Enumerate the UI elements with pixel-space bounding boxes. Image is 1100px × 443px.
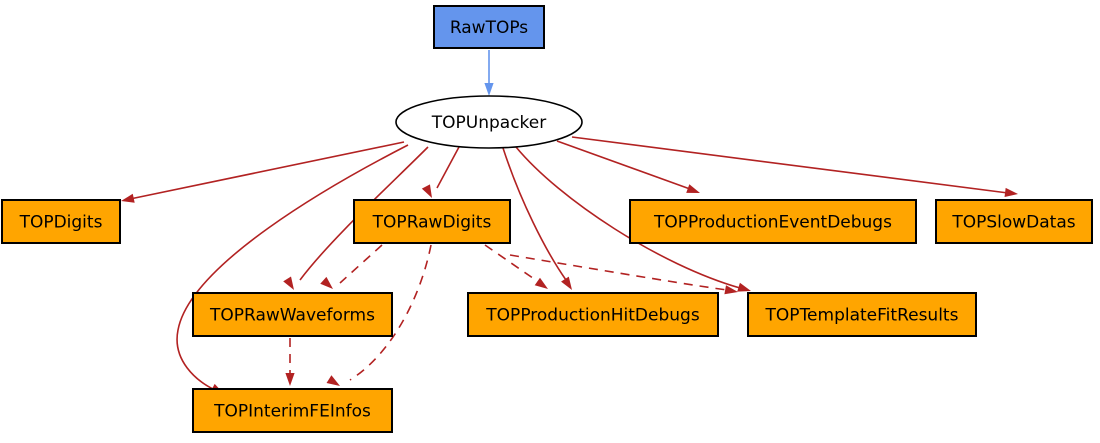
node-toprawdigits[interactable]: TOPRawDigits bbox=[353, 199, 511, 244]
edge-e-rawdigits-interimfeinfos bbox=[326, 244, 432, 386]
edge-line bbox=[339, 244, 383, 284]
node-topinterimfeinfos[interactable]: TOPInterimFEInfos bbox=[192, 388, 393, 433]
node-shape-box bbox=[353, 199, 511, 244]
edge-e-rawtops-unpacker bbox=[484, 50, 494, 96]
node-shape-box bbox=[433, 5, 545, 49]
edge-line bbox=[129, 141, 405, 200]
node-label: TOPRawDigits bbox=[372, 213, 492, 233]
arrowhead-icon bbox=[534, 277, 548, 289]
node-toprawwaveforms[interactable]: TOPRawWaveforms bbox=[192, 292, 393, 337]
node-label: TOPInterimFEInfos bbox=[213, 402, 371, 422]
edge-e-unpacker-templatefitresults bbox=[515, 146, 751, 292]
edge-line bbox=[502, 147, 567, 281]
node-topunpacker[interactable]: TOPUnpacker bbox=[395, 95, 583, 149]
arrowhead-icon bbox=[421, 184, 432, 198]
edge-e-rawdigits-productionhitdebugs bbox=[484, 244, 548, 289]
arrowhead-icon bbox=[285, 373, 295, 386]
node-label: TOPTemplateFitResults bbox=[765, 306, 959, 326]
node-shape-box bbox=[747, 292, 977, 337]
arrowhead-icon bbox=[326, 375, 340, 386]
edge-layer bbox=[121, 50, 1018, 394]
edge-line bbox=[484, 244, 541, 284]
node-shape-box bbox=[935, 199, 1093, 244]
arrowhead-icon bbox=[283, 276, 294, 290]
node-toptemplatefitresults[interactable]: TOPTemplateFitResults bbox=[747, 292, 977, 337]
edge-e-unpacker-productioneventdebugs bbox=[556, 140, 700, 193]
arrowhead-icon bbox=[561, 276, 572, 290]
edge-line bbox=[509, 254, 728, 291]
node-shape-box bbox=[192, 292, 393, 337]
arrowhead-icon bbox=[320, 276, 333, 289]
edge-line bbox=[436, 146, 460, 189]
node-label: TOPProductionEventDebugs bbox=[653, 213, 892, 233]
node-label: TOPRawWaveforms bbox=[209, 306, 375, 326]
node-topslowdatas[interactable]: TOPSlowDatas bbox=[935, 199, 1093, 244]
arrowhead-icon bbox=[121, 193, 135, 203]
edge-e-unpacker-rawdigits bbox=[421, 146, 460, 198]
node-label: TOPSlowDatas bbox=[951, 213, 1075, 233]
arrowhead-icon bbox=[484, 83, 494, 96]
edge-line bbox=[571, 136, 1009, 194]
edge-e-rawdigits-templatefitresults bbox=[509, 254, 738, 295]
edge-e-unpacker-slowdatas bbox=[571, 136, 1018, 197]
node-shape-box bbox=[629, 199, 917, 244]
node-label: TOPUnpacker bbox=[431, 113, 546, 133]
arrowhead-icon bbox=[737, 282, 751, 292]
node-topproductionhitdebugs[interactable]: TOPProductionHitDebugs bbox=[467, 292, 719, 337]
node-shape-ellipse bbox=[395, 95, 583, 149]
node-shape-box bbox=[467, 292, 719, 337]
edge-e-unpacker-productionhitdebugs bbox=[502, 147, 572, 290]
edge-e-rawwaveforms-interimfeinfos bbox=[285, 338, 295, 386]
edge-e-rawdigits-rawwaveforms bbox=[320, 244, 383, 289]
edge-line bbox=[556, 140, 691, 190]
node-label: TOPDigits bbox=[19, 213, 103, 233]
arrowhead-icon bbox=[1004, 187, 1018, 197]
edge-line bbox=[349, 244, 432, 381]
node-shape-box bbox=[192, 388, 393, 433]
node-label: TOPProductionHitDebugs bbox=[485, 306, 700, 326]
node-topproductioneventdebugs[interactable]: TOPProductionEventDebugs bbox=[629, 199, 917, 244]
node-label: RawTOPs bbox=[450, 18, 528, 38]
arrowhead-icon bbox=[686, 184, 700, 193]
node-shape-box bbox=[1, 199, 121, 244]
edge-e-unpacker-topdigits bbox=[121, 141, 405, 203]
node-rawtops[interactable]: RawTOPs bbox=[433, 5, 545, 49]
node-topdigits[interactable]: TOPDigits bbox=[1, 199, 121, 244]
arrowhead-icon bbox=[724, 285, 738, 295]
edge-line bbox=[515, 146, 741, 289]
